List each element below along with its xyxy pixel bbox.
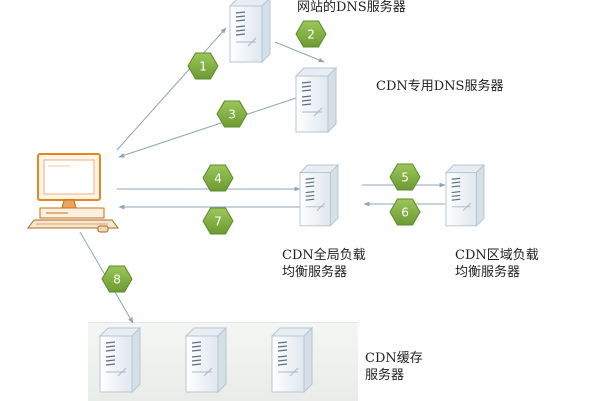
slb-server-icon xyxy=(445,164,485,227)
gslb-label-line1: CDN全局负载 xyxy=(282,248,366,263)
slb-label-line2: 均衡服务器 xyxy=(455,265,521,280)
gslb-label-line2: 均衡服务器 xyxy=(282,265,348,280)
arrow-step-2 xyxy=(274,41,325,63)
step-number-8: 8 xyxy=(113,273,121,287)
step-badge-8: 8 xyxy=(101,265,133,293)
cache-server-icon xyxy=(99,327,141,393)
step-number-3: 3 xyxy=(228,108,236,122)
arrow-step-3 xyxy=(118,97,297,158)
step-number-5: 5 xyxy=(401,171,409,185)
site-dns-server-icon xyxy=(229,0,271,63)
step-number-1: 1 xyxy=(199,60,207,74)
step-number-7: 7 xyxy=(214,215,222,229)
cdn-dns-server-icon xyxy=(295,67,337,133)
step-badge-4: 4 xyxy=(202,164,234,192)
cache-label-line2: 服务器 xyxy=(365,368,405,383)
step-badge-3: 3 xyxy=(216,100,248,128)
step-badge-5: 5 xyxy=(389,163,421,191)
step-badge-2: 2 xyxy=(295,20,327,48)
step-badge-7: 7 xyxy=(202,207,234,235)
step-number-6: 6 xyxy=(401,206,409,220)
step-number-2: 2 xyxy=(307,28,315,42)
arrows xyxy=(79,27,446,324)
step-number-4: 4 xyxy=(214,172,222,186)
cache-server-icon xyxy=(271,327,313,393)
step-badges: 1 2 3 4 5 6 7 8 xyxy=(101,20,421,293)
gslb-server-icon xyxy=(299,164,339,227)
slb-label-line1: CDN区域负载 xyxy=(455,248,539,263)
client-computer-icon xyxy=(27,153,119,233)
step-badge-6: 6 xyxy=(389,198,421,226)
cache-label-line1: CDN缓存 xyxy=(365,351,423,366)
site-dns-label: 网站的DNS服务器 xyxy=(297,0,406,15)
arrow-step-1 xyxy=(116,27,227,151)
cache-server-icon xyxy=(185,327,227,393)
cdn-dns-label: CDN专用DNS服务器 xyxy=(376,79,504,94)
step-badge-1: 1 xyxy=(187,52,219,80)
